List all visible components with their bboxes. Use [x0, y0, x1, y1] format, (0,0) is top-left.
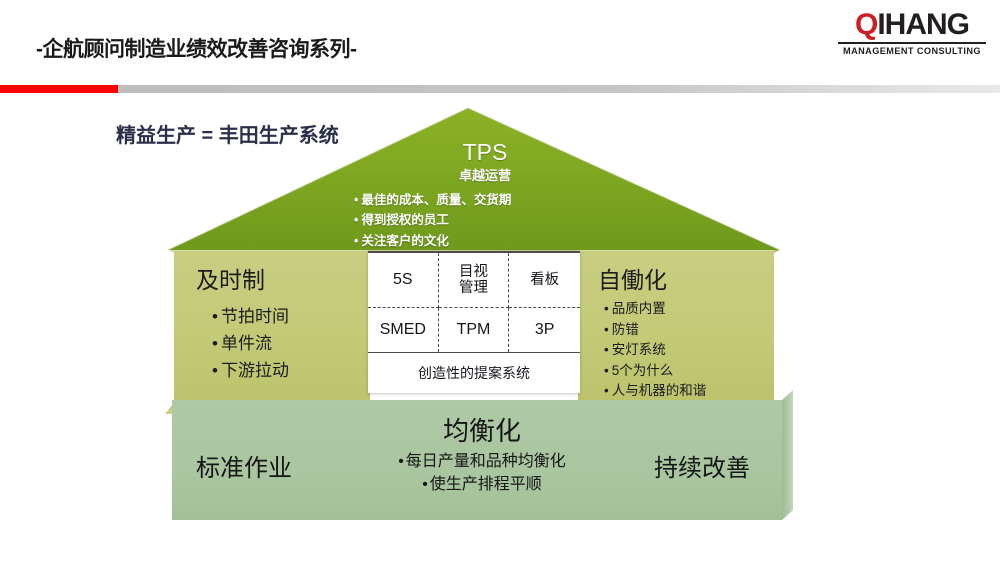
pillar-right-title: 自働化	[598, 267, 667, 293]
tools-grid: 5S 目视管理 看板 SMED TPM 3P	[368, 253, 580, 352]
foundation-bullet-1: 每日产量和品种均衡化	[332, 450, 632, 473]
logo-letter-q: Q	[854, 8, 878, 41]
tool-cell-tpm: TPM	[439, 308, 510, 352]
roof-bullet-3: 关注客户的文化	[354, 231, 630, 251]
page-title: -企航顾问制造业绩效改善咨询系列-	[36, 38, 357, 61]
tool-cell-5s: 5S	[368, 253, 439, 308]
roof-bullet-1: 最佳的成本、质量、交货期	[354, 190, 630, 210]
qihang-logo: QIHANG MANAGEMENT CONSULTING	[836, 10, 988, 56]
roof-bullet-2: 得到授权的员工	[354, 210, 630, 230]
tools-panel-footer: 创造性的提案系统	[368, 352, 580, 393]
pillar-left-bullet-1: 节拍时间	[212, 303, 370, 330]
pillar-just-in-time: 及时制 节拍时间 单件流 下游拉动	[174, 250, 370, 403]
roof-bullet-list: 最佳的成本、质量、交货期 得到授权的员工 关注客户的文化	[340, 190, 630, 251]
pillar-right-bullet-list: 品质内置 防错 安灯系统 5个为什么 人与机器的和谐	[578, 295, 774, 402]
pillar-left-bullet-3: 下游拉动	[212, 357, 370, 384]
roof-text-block: TPS 卓越运营 最佳的成本、质量、交货期 得到授权的员工 关注客户的文化	[340, 140, 630, 251]
pillar-left-bullet-list: 节拍时间 单件流 下游拉动	[174, 295, 370, 385]
tool-cell-visual-management-text: 目视管理	[459, 264, 488, 296]
visual-mgmt-line2: 管理	[458, 280, 488, 296]
diagram-caption: 精益生产 = 丰田生产系统	[116, 125, 339, 147]
pillar-jidoka: 自働化 品质内置 防错 安灯系统 5个为什么 人与机器的和谐	[578, 250, 774, 403]
pillar-right-bullet-1: 品质内置	[604, 299, 774, 320]
foundation-left-label: 标准作业	[196, 455, 292, 482]
logo-subtitle: MANAGEMENT CONSULTING	[843, 46, 981, 56]
tool-cell-smed: SMED	[368, 308, 439, 352]
roof-subtitle: 卓越运营	[458, 168, 511, 184]
logo-divider-rule	[838, 42, 986, 44]
foundation-right-label: 持续改善	[654, 455, 750, 482]
house-foundation: 标准作业 均衡化 每日产量和品种均衡化 使生产排程平顺 持续改善	[172, 400, 782, 520]
foundation-center-block: 均衡化 每日产量和品种均衡化 使生产排程平顺	[332, 416, 632, 496]
tool-cell-visual-management: 目视管理	[438, 253, 510, 308]
pillar-right-bullet-2: 防错	[604, 320, 774, 341]
header-divider-bar	[0, 85, 1000, 93]
roof-title: TPS	[462, 139, 508, 165]
pillar-right-bullet-3: 安灯系统	[604, 340, 774, 361]
pillar-left-bullet-2: 单件流	[212, 330, 370, 357]
divider-gray-segment	[118, 85, 1000, 93]
pillar-left-title: 及时制	[196, 267, 265, 293]
tool-cell-3p: 3P	[534, 321, 555, 339]
foundation-title: 均衡化	[442, 416, 521, 446]
tool-cell-kanban: 看板	[509, 253, 580, 308]
pillar-right-bullet-4: 5个为什么	[604, 361, 774, 382]
logo-letters-ihang: IHANG	[877, 8, 970, 41]
visual-mgmt-line1: 目视	[458, 263, 488, 280]
center-tools-panel: 5S 目视管理 看板 SMED TPM 3P 创造性的提案系统	[368, 251, 580, 393]
foundation-bullet-list: 每日产量和品种均衡化 使生产排程平顺	[332, 450, 632, 496]
divider-red-segment	[0, 85, 118, 93]
foundation-bullet-2: 使生产排程平顺	[332, 473, 632, 496]
pillar-right-bullet-5: 人与机器的和谐	[604, 381, 774, 402]
logo-wordmark: QIHANG	[836, 10, 988, 40]
